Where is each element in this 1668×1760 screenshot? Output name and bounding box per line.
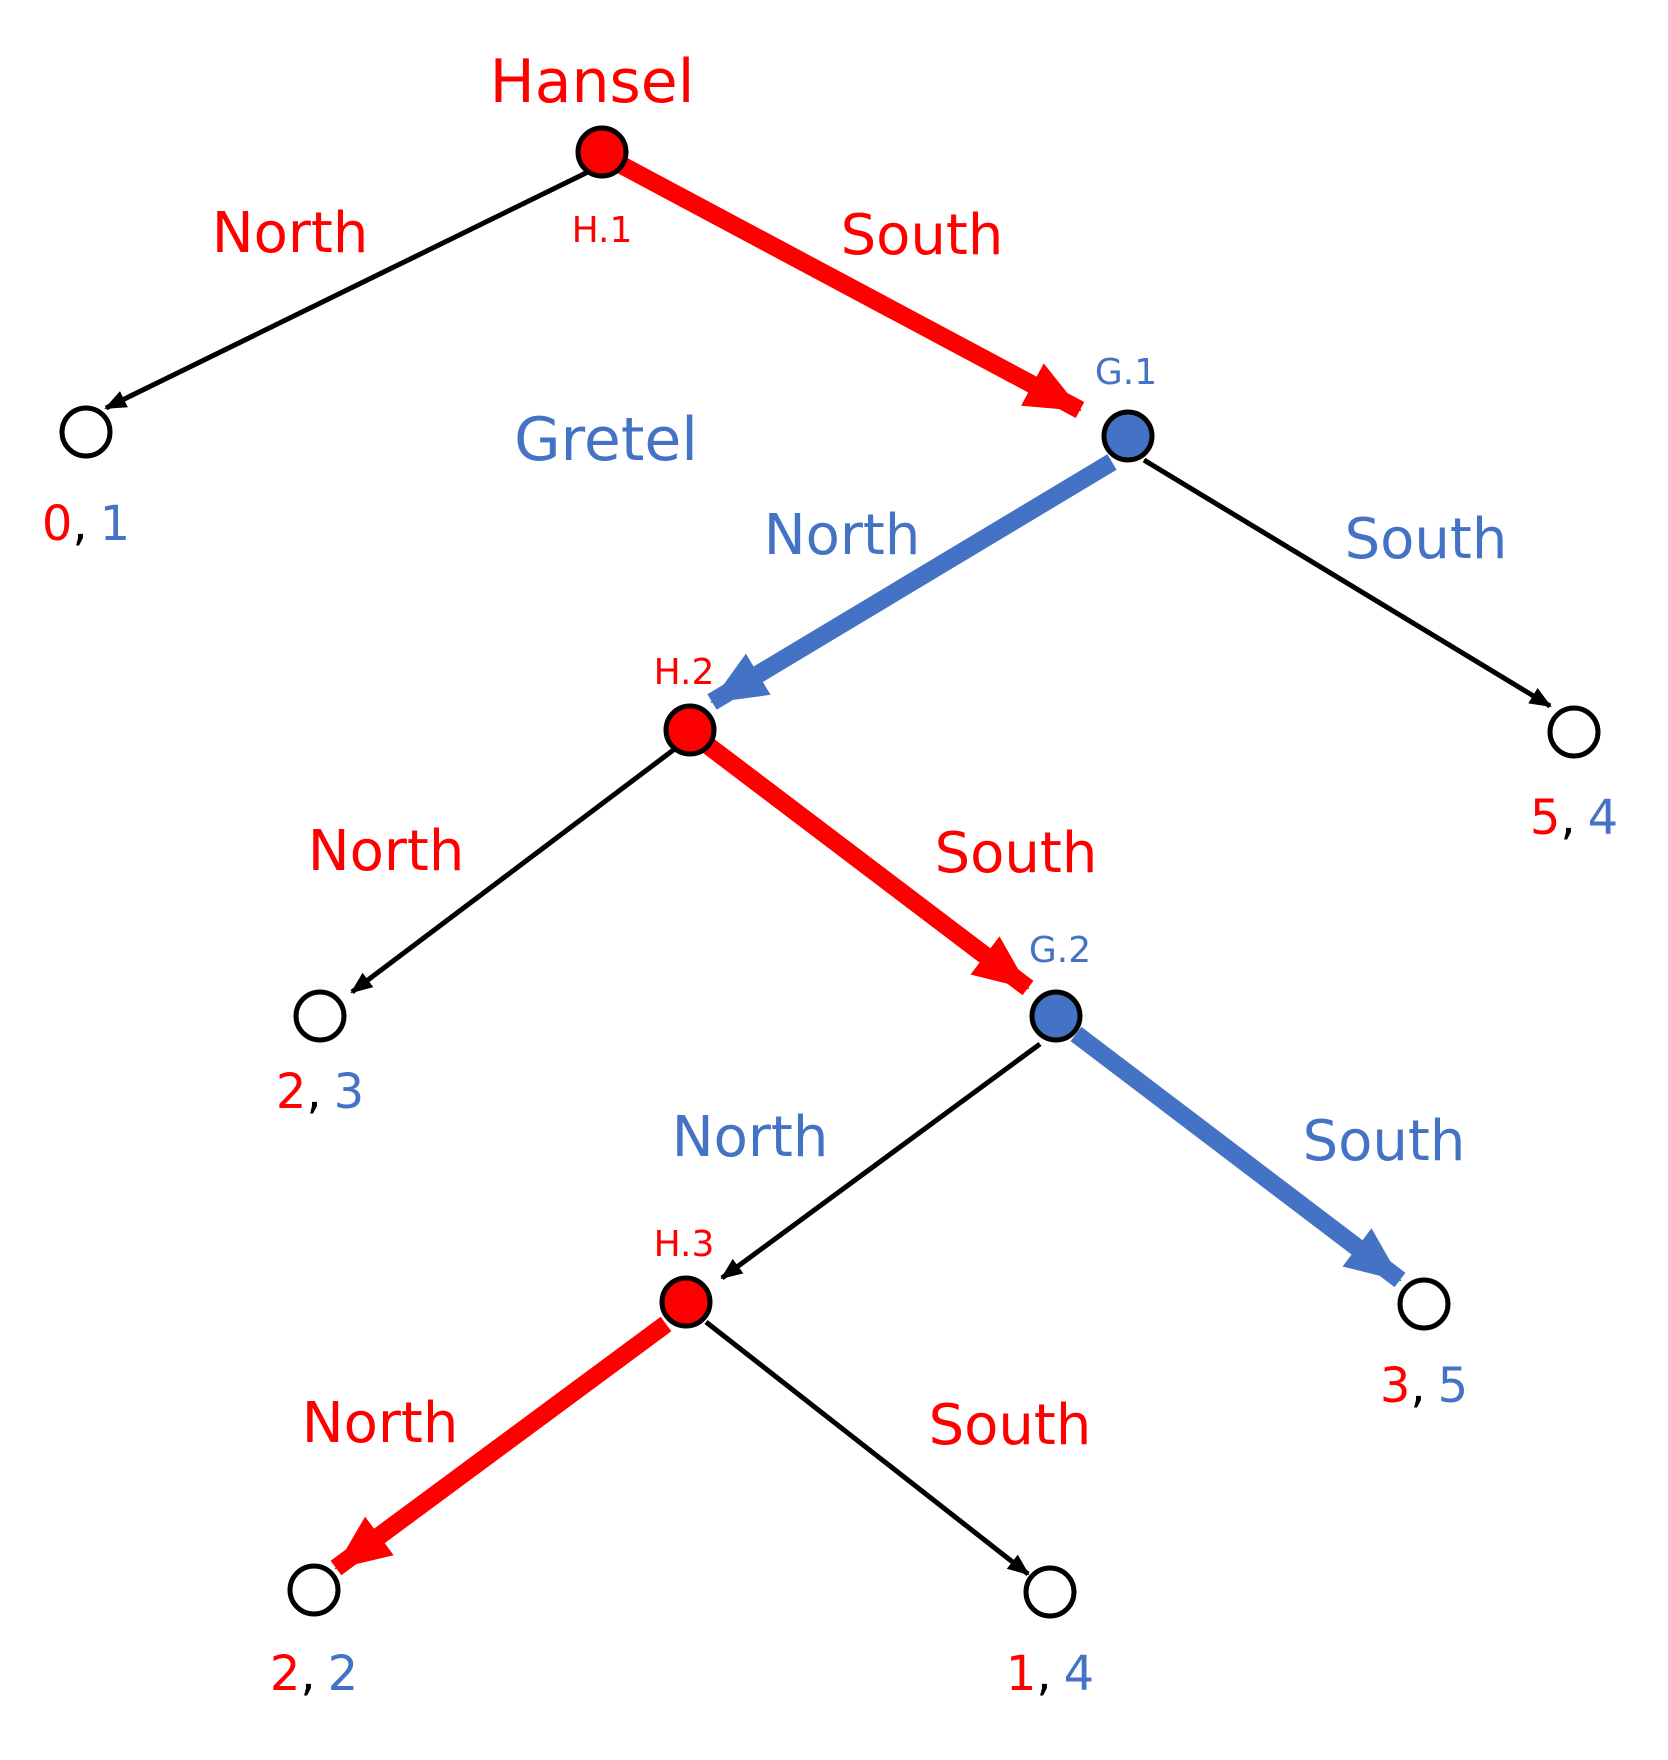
edge-h3-north — [330, 1316, 672, 1576]
payoff-t2: 5,4 — [1530, 790, 1618, 846]
payoff-t6: 1,4 — [1006, 1646, 1094, 1702]
payoff-separator: , — [72, 496, 87, 552]
action-label-g1-north: North — [764, 503, 921, 568]
action-label-g2-north: North — [672, 1105, 829, 1170]
edge-h2-north — [350, 746, 678, 994]
payoff-hansel: 3 — [1380, 1358, 1411, 1414]
action-label-h3-south: South — [929, 1393, 1092, 1458]
payoff-gretel: 2 — [328, 1646, 359, 1702]
payoff-hansel: 2 — [276, 1064, 307, 1120]
edge-g1-north — [707, 454, 1117, 710]
terminal-node-t1 — [59, 405, 113, 459]
action-label-h2-south: South — [935, 821, 1098, 886]
action-label-h3-north: North — [302, 1391, 459, 1456]
payoff-gretel: 4 — [1064, 1646, 1095, 1702]
payoff-separator: , — [306, 1064, 321, 1120]
terminal-node-t5 — [287, 1563, 341, 1617]
payoff-hansel: 2 — [270, 1646, 301, 1702]
node-label-g2: G.2 — [1029, 930, 1091, 971]
payoff-gretel: 3 — [334, 1064, 365, 1120]
edge-g2-south — [1070, 1026, 1406, 1288]
edge-h1-north — [104, 167, 594, 411]
node-label-h1: H.1 — [572, 210, 633, 251]
payoff-gretel: 1 — [100, 496, 131, 552]
decision-node-h3 — [659, 1275, 713, 1329]
payoff-t5: 2,2 — [270, 1646, 358, 1702]
decision-node-g1 — [1101, 409, 1155, 463]
action-label-g1-south: South — [1345, 507, 1508, 572]
player-label-gretel: Gretel — [514, 405, 698, 475]
action-label-g2-south: South — [1303, 1109, 1466, 1174]
decision-node-g2 — [1029, 989, 1083, 1043]
terminal-node-t4 — [1397, 1277, 1451, 1331]
node-label-g1: G.1 — [1095, 352, 1157, 393]
payoff-t4: 3,5 — [1380, 1358, 1468, 1414]
terminal-node-t3 — [293, 989, 347, 1043]
payoff-separator: , — [1560, 790, 1575, 846]
action-label-h2-north: North — [308, 819, 465, 884]
action-label-h1-north: North — [212, 201, 369, 266]
decision-node-h2 — [663, 703, 717, 757]
node-label-h3: H.3 — [654, 1224, 715, 1265]
edge-h3-south — [704, 1320, 1030, 1576]
payoff-separator: , — [1036, 1646, 1051, 1702]
edge-g1-south — [1142, 457, 1552, 709]
payoff-separator: , — [1410, 1358, 1425, 1414]
edge-h2-south — [700, 736, 1034, 996]
player-label-hansel: Hansel — [490, 47, 695, 117]
payoff-hansel: 0 — [42, 496, 73, 552]
payoff-gretel: 5 — [1438, 1358, 1469, 1414]
payoff-hansel: 1 — [1006, 1646, 1037, 1702]
payoff-t3: 2,3 — [276, 1064, 364, 1120]
terminal-node-t2 — [1547, 705, 1601, 759]
action-label-h1-south: South — [841, 203, 1004, 268]
decision-node-h1 — [575, 125, 629, 179]
edge-h1-south — [607, 152, 1085, 418]
terminal-node-t6 — [1023, 1565, 1077, 1619]
payoff-hansel: 5 — [1530, 790, 1561, 846]
edge-g2-north — [720, 1041, 1042, 1281]
payoff-separator: , — [300, 1646, 315, 1702]
payoff-t1: 0,1 — [42, 496, 130, 552]
node-label-h2: H.2 — [654, 652, 715, 693]
payoff-gretel: 4 — [1588, 790, 1619, 846]
